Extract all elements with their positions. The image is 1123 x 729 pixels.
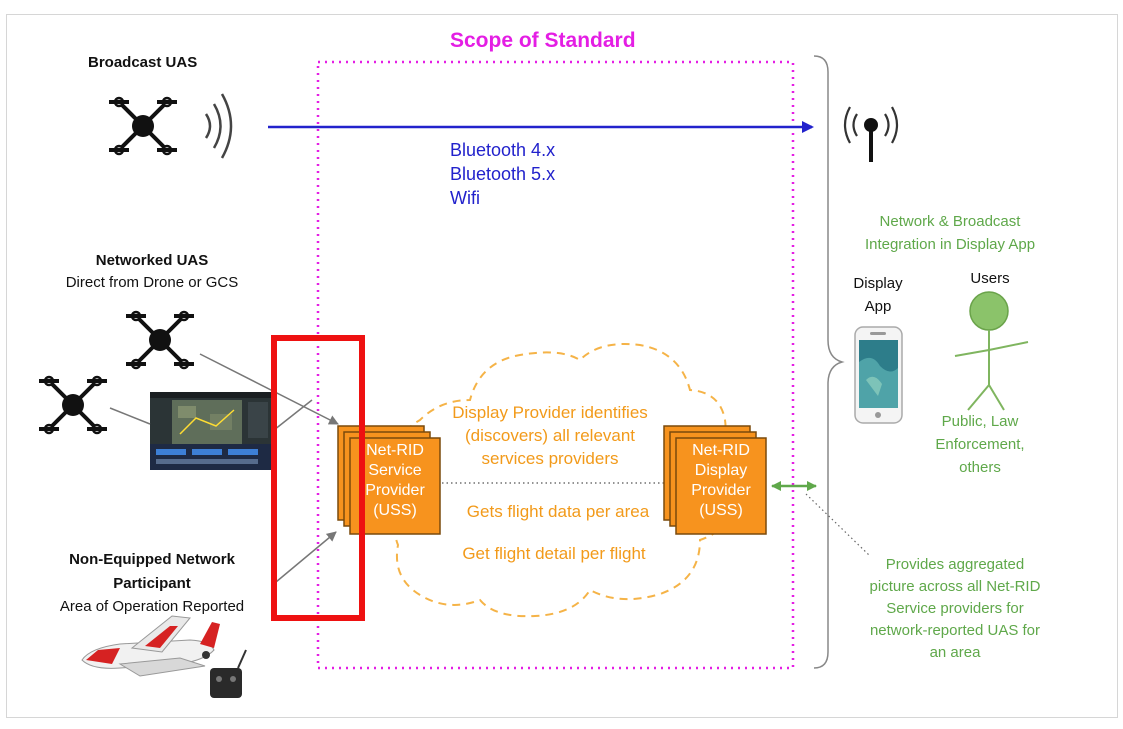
users-roles: Public, Law Enforcement, others [900,410,1060,479]
aggregated-line: Provides aggregated [885,556,1025,573]
ground-control-station-image [150,392,273,470]
users-role-line: Public, Law [941,413,1019,430]
networked-drone-icon [124,310,196,370]
scope-title: Scope of Standard [450,29,636,52]
users-title: Users [970,270,1010,287]
networked-drone-link [199,353,339,425]
non-equipped-title-line2: Participant [113,575,191,592]
networked-drone-2-link [109,407,151,425]
aggregated-note: Provides aggregated picture across all N… [830,554,1080,664]
broadcast-drone-icon [107,96,179,156]
antenna-icon [843,106,899,162]
display-app-label: Display App [838,272,918,318]
airplane-icon [81,615,220,677]
integration-text: Network & Broadcast Integration in Displ… [840,210,1060,256]
right-brace [813,55,845,669]
display-provider-line: (USS) [699,502,743,519]
display-provider-line: Net-RID [692,442,750,459]
scope-boundary [316,60,795,670]
display-provider-label: Net-RID Display Provider (USS) [676,441,766,521]
cloud-text-line: Display Provider identifies [452,403,648,422]
phone-icon [854,326,903,424]
integration-line: Network & Broadcast [879,213,1021,230]
broadcast-uas-title: Broadcast UAS [88,54,198,71]
service-provider-line: Net-RID [366,442,424,459]
service-provider-line: Service [368,462,422,479]
non-equipped-title-line1: Non-Equipped Network [69,551,235,568]
protocol-bluetooth-4: Bluetooth 4.x [450,140,556,160]
cloud-text-line: services providers [481,449,619,468]
service-provider-line: Provider [365,482,425,499]
display-app-line: App [864,298,892,315]
display-app-line: Display [853,275,903,292]
non-equipped-subtitle: Area of Operation Reported [59,598,245,615]
networked-uas-title: Networked UAS [95,252,209,269]
users-role-line: Enforcement, [935,436,1025,453]
display-provider-stack [663,425,767,535]
gcs-link [273,399,313,431]
display-provider-line: Display [694,462,748,479]
aggregated-line: network-reported UAS for [869,622,1041,639]
aggregated-note-leader [805,493,871,557]
display-provider-line: Provider [691,482,751,499]
cloud-text-line: (discovers) all relevant [464,426,636,445]
broadcast-waves-icon [204,93,233,159]
networked-uas-subtitle: Direct from Drone or GCS [65,274,239,291]
highlight-box [271,335,365,621]
cloud-discovery-text: Display Provider identifies (discovers) … [430,401,670,470]
networked-drone-2-icon [37,375,109,435]
protocol-bluetooth-5: Bluetooth 5.x [450,164,556,184]
user-stick-figure-icon [954,291,1029,411]
protocol-wifi: Wifi [450,188,480,208]
service-provider-line: (USS) [373,502,417,519]
service-provider-label: Net-RID Service Provider (USS) [350,441,440,521]
aggregated-line: an area [929,644,981,661]
diagram-frame [6,14,1118,718]
aggregated-line: Service providers for [886,600,1024,617]
users-role-line: others [959,459,1001,476]
flight-detail-per-flight: Get flight detail per flight [462,544,646,563]
remote-controller-icon [210,649,247,698]
non-equipped-link [275,531,337,583]
flight-data-per-area: Gets flight data per area [466,502,650,521]
aggregated-line: picture across all Net-RID [869,578,1041,595]
integration-line: Integration in Display App [864,236,1036,253]
